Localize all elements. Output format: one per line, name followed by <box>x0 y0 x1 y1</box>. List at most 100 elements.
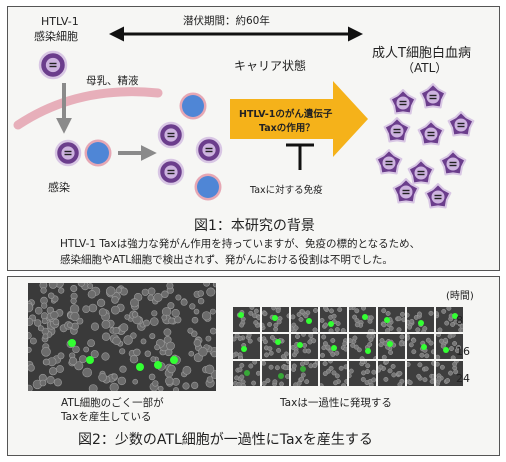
carrier-infected-cell <box>157 121 185 149</box>
timelapse-frame <box>233 334 260 359</box>
cell <box>87 290 97 299</box>
tax-positive-cell <box>362 314 368 320</box>
latency-label: 潜伏期間：約60年 <box>183 15 270 27</box>
cell <box>398 341 404 347</box>
cell <box>205 335 212 342</box>
atl-cell <box>447 111 475 137</box>
cell <box>423 366 429 372</box>
cell <box>302 342 308 348</box>
cell <box>119 323 129 333</box>
cell <box>163 328 172 337</box>
carrier-state-label: キャリア状態 <box>234 59 307 73</box>
cell <box>407 312 410 318</box>
cell <box>385 328 390 332</box>
cell <box>440 343 446 349</box>
cell <box>262 361 267 366</box>
cell <box>182 365 192 375</box>
cell <box>72 345 80 354</box>
cell <box>180 298 188 306</box>
atl-cells-microscopy <box>28 283 216 391</box>
cell <box>444 320 450 326</box>
cell <box>167 364 176 374</box>
cell <box>90 322 100 331</box>
cell <box>144 350 152 357</box>
timelapse-frame <box>349 307 376 332</box>
cell <box>331 313 337 319</box>
cell <box>83 346 90 353</box>
frame-image <box>291 334 317 358</box>
cell <box>28 384 33 391</box>
cell <box>193 308 200 315</box>
cell <box>267 321 273 327</box>
cell <box>106 286 116 296</box>
cell <box>119 365 127 373</box>
cell <box>361 370 366 376</box>
cell <box>70 311 80 322</box>
cell <box>387 368 393 374</box>
cell <box>123 335 133 345</box>
cell <box>436 354 441 359</box>
cell <box>209 308 216 315</box>
cell <box>422 326 428 332</box>
tax-positive-cell <box>275 339 281 345</box>
cell <box>407 324 412 330</box>
frame-image <box>436 307 463 332</box>
cell <box>417 311 422 317</box>
cell <box>198 347 208 357</box>
tax-positive-cell <box>86 356 94 364</box>
cell <box>98 308 107 317</box>
description-line-1: HTLV-1 Taxは強力な発がん作用を持っていますが、免疫の標的となるため、 <box>60 238 421 250</box>
cell <box>411 349 417 355</box>
cell <box>46 375 55 385</box>
cell <box>334 350 340 356</box>
cell <box>286 361 289 365</box>
cell <box>58 287 65 294</box>
cell <box>68 356 78 366</box>
cell <box>166 341 175 351</box>
cell <box>337 307 343 313</box>
cell <box>96 298 106 308</box>
cell <box>371 369 376 375</box>
cell <box>182 382 190 390</box>
cell <box>431 361 434 366</box>
cell <box>101 320 111 329</box>
cell <box>342 341 347 347</box>
cell <box>79 355 87 363</box>
cell <box>111 296 119 304</box>
cell <box>255 370 260 376</box>
cell <box>280 354 286 359</box>
cell <box>333 380 338 386</box>
tax-positive-cell <box>452 313 458 319</box>
timelapse-frame <box>233 307 260 332</box>
cell <box>438 338 444 344</box>
cell <box>67 322 73 328</box>
cell <box>239 322 245 328</box>
cell <box>365 369 370 375</box>
cell <box>211 351 216 358</box>
cell <box>343 346 347 352</box>
cell <box>378 342 384 348</box>
cell <box>189 303 196 310</box>
htlv-label: HTLV-1 <box>41 15 79 28</box>
cell <box>40 287 47 294</box>
cell <box>262 339 268 345</box>
cell <box>409 318 415 324</box>
cell <box>381 354 387 359</box>
cell <box>401 317 405 323</box>
cell <box>204 364 215 375</box>
cell <box>428 340 434 346</box>
tax-positive-cell <box>421 344 427 350</box>
cell <box>275 308 281 314</box>
cell <box>430 349 434 355</box>
tax-positive-cell <box>244 370 250 376</box>
cell <box>148 373 156 381</box>
atl-cell <box>419 83 447 109</box>
cell <box>249 307 255 310</box>
cell <box>153 292 163 302</box>
timelapse-frame <box>407 334 434 359</box>
cell <box>459 324 463 330</box>
cell <box>320 317 325 323</box>
cell <box>452 361 458 367</box>
cell <box>246 334 252 338</box>
cell <box>379 338 385 343</box>
